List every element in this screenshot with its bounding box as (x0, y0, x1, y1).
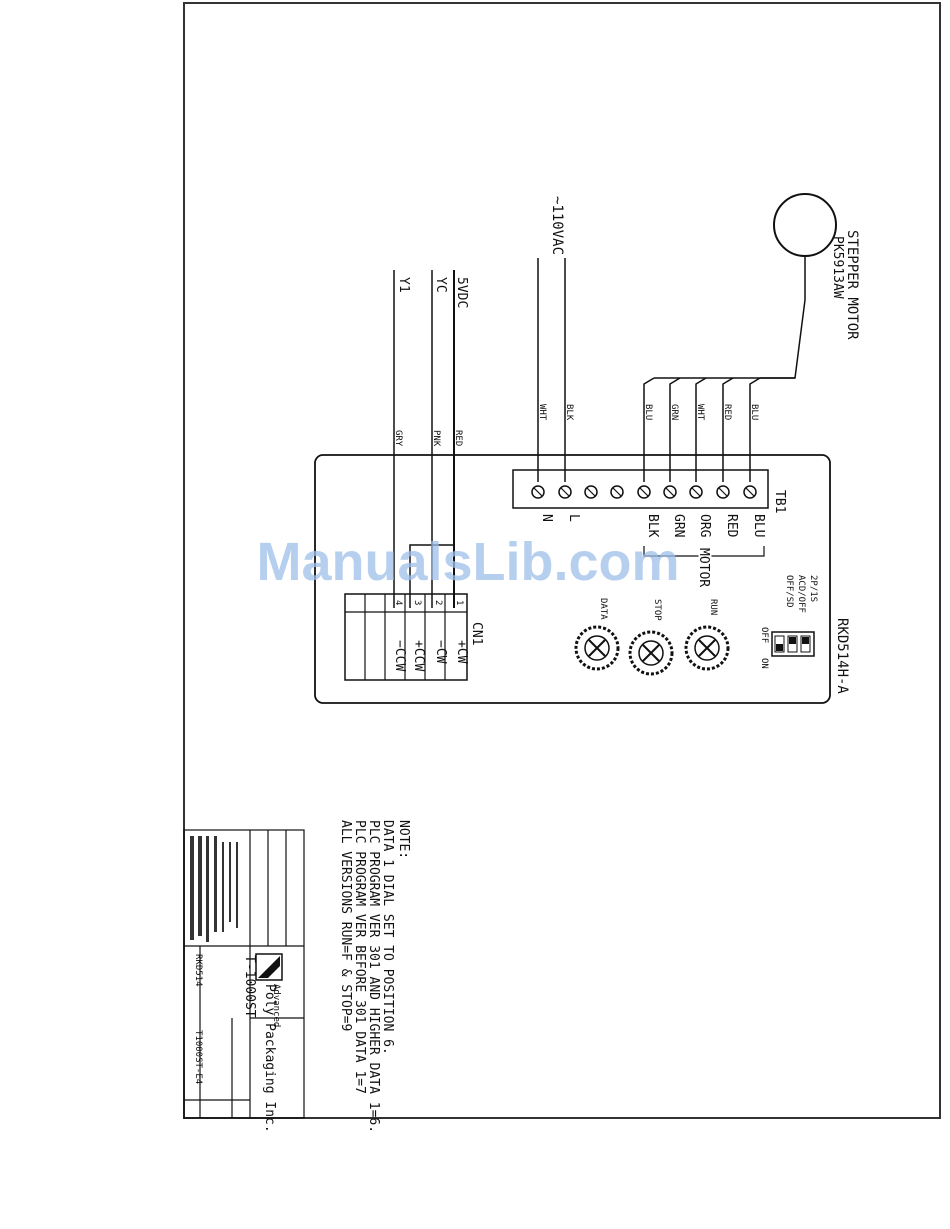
note-line-3: PLC PROGRAM VER BEFORE 301 DATA 1=7 (352, 820, 367, 1094)
motor-title: STEPPER MOTOR (844, 230, 860, 340)
signal-jumper (409, 544, 454, 608)
tb1-terminals (531, 485, 757, 499)
dip-off-label: OFF (759, 627, 769, 643)
signal-y1-label: Y1 (396, 277, 411, 293)
motor-wire-blu (749, 377, 761, 482)
motor-model: PK5913AW (830, 236, 845, 299)
note-line-2: PLC PROGRAM VER 301 AND HIGHER DATA 1=6. (366, 820, 381, 1133)
cn1-pin-cw-minus: −CW (433, 640, 448, 664)
cn1-pin-number-3: 3 (412, 600, 422, 605)
cn1-pin-ccw-minus: −CCW (392, 640, 407, 671)
dial-data (574, 625, 620, 671)
cn1-pin-number-2: 2 (433, 600, 443, 605)
terminal-3 (584, 485, 598, 499)
cn1-pin-ccw-plus: +CCW (411, 640, 426, 671)
dip-switch-block (771, 631, 815, 657)
cn1-pin-number-4: 4 (393, 600, 403, 605)
wire-label-blu-1: BLU (749, 404, 759, 420)
terminal-l (558, 485, 572, 499)
sheet-border (183, 2, 941, 1119)
wire-label-wht-n: WHT (537, 404, 547, 421)
watermark: ManualsLib.com (256, 532, 679, 592)
motor-wire-blu2 (643, 377, 655, 482)
motor-wire-wht (695, 377, 707, 482)
note-line-1: DATA 1 DIAL SET TO POSITION 6. (380, 820, 395, 1055)
tb1-terminal-label-blu: BLU (751, 514, 766, 537)
company-name-line2: Poly Packaging Inc. (262, 984, 277, 1133)
dial-label-data: DATA (598, 598, 608, 620)
title-block (183, 829, 305, 1119)
sheet-number: T1000ST-E4 (193, 1030, 203, 1084)
tb1-terminal-label-n: N (539, 514, 554, 522)
part-number: RKD514 (193, 954, 203, 987)
dip-switch-1 (774, 635, 785, 653)
cn1-label: CN1 (469, 622, 484, 645)
motor-wire-red (722, 377, 734, 482)
signal-yc-label: YC (433, 277, 448, 293)
dip-label-3: OFF/SD (784, 575, 794, 608)
wire-label-wht: WHT (695, 404, 705, 421)
motor-wires (643, 377, 795, 482)
dial-run (684, 625, 730, 671)
motor-cable (760, 256, 806, 379)
terminal-4 (610, 485, 624, 499)
note-title: NOTE: (396, 820, 411, 859)
wire-label-pnk: PNK (431, 430, 441, 447)
terminal-grn (663, 485, 677, 499)
tb1-terminal-label-red: RED (724, 514, 739, 538)
tb1-block (512, 469, 769, 509)
power-label: ~110VAC (549, 196, 565, 255)
company-logo (255, 953, 283, 981)
dip-on-label: ON (759, 658, 769, 669)
cn1-block (344, 593, 468, 681)
wire-label-blu-2: BLU (643, 404, 653, 420)
wire-label-red-sig: RED (453, 430, 463, 446)
wire-label-red: RED (722, 404, 732, 420)
dip-switch-3 (800, 635, 811, 653)
signal-5vdc-label: 5VDC (454, 277, 469, 308)
tb1-label: TB1 (772, 490, 787, 513)
driver-box (314, 454, 831, 704)
terminal-red (716, 485, 730, 499)
wire-label-blk-l: BLK (564, 404, 574, 421)
dial-stop (628, 630, 674, 676)
cn1-pin-cw-plus: +CW (454, 640, 469, 664)
company-name-line1: Advanced (271, 984, 281, 1027)
tb1-terminal-label-l: L (566, 514, 581, 522)
drawing-number: T-1000ST (242, 955, 257, 1018)
title-block-fine-print (190, 836, 238, 942)
terminal-blk (637, 485, 651, 499)
wire-label-gry: GRY (393, 430, 403, 447)
dip-label-2: ACD/OFF (796, 575, 806, 613)
wire-label-grn: GRN (669, 404, 679, 420)
stepper-motor-symbol (773, 193, 837, 257)
terminal-blu (743, 485, 757, 499)
motor-group-bracket (643, 546, 765, 557)
driver-model: RKD514H-A (834, 618, 850, 694)
motor-wire-grn (669, 377, 681, 482)
motor-group-label: MOTOR (696, 548, 711, 587)
cn1-pin-number-1: 1 (454, 600, 464, 605)
tb1-terminal-label-org: ORG (697, 514, 712, 538)
dip-switch-2 (787, 635, 798, 653)
tb1-terminal-label-blk: BLK (645, 514, 660, 538)
dial-label-stop: STOP (652, 599, 662, 621)
dip-label-1: 2P/1S (808, 575, 818, 602)
dial-label-run: RUN (708, 599, 718, 615)
tb1-terminal-label-grn: GRN (671, 514, 686, 537)
note-line-4: ALL VERSIONS RUN=F & STOP=9 (338, 820, 353, 1031)
terminal-n (531, 485, 545, 499)
terminal-org (689, 485, 703, 499)
